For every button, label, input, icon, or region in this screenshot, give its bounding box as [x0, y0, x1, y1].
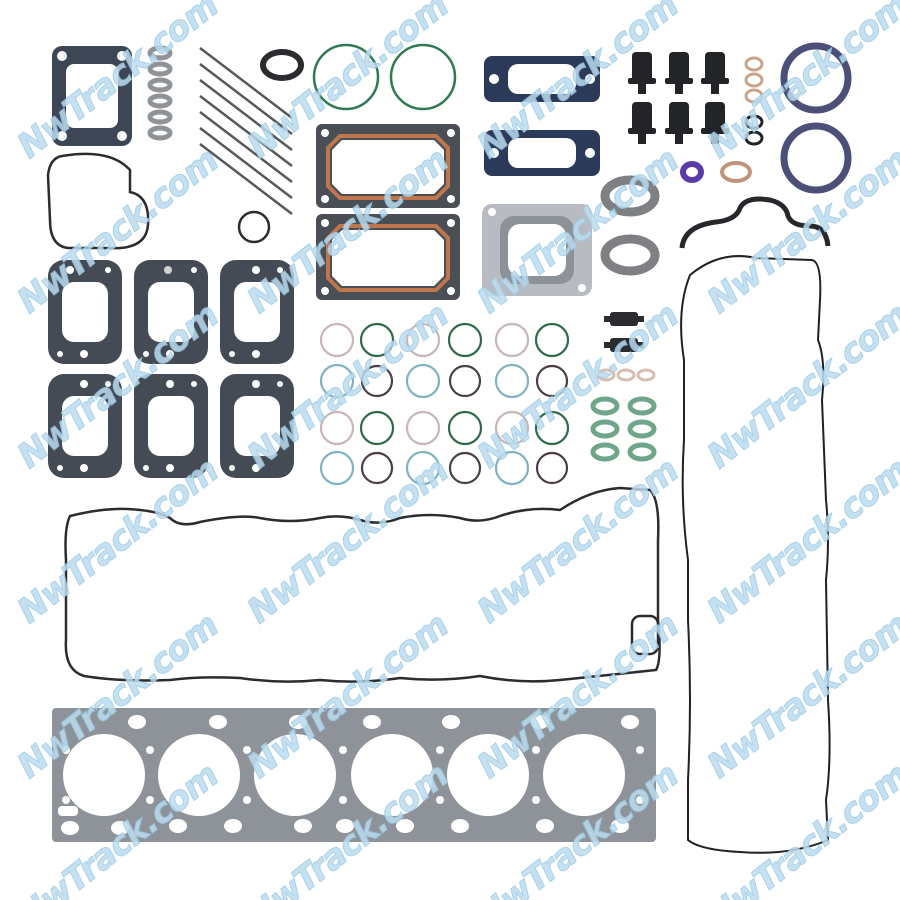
injector-washers: [147, 45, 173, 141]
small-o-ring: [237, 210, 271, 244]
oil-pan-seal: [680, 255, 831, 854]
valve-cover-seal-tab: [630, 614, 660, 656]
cylinder-head-gasket: [52, 708, 656, 842]
purple-sleeve: [680, 161, 704, 183]
green-bonded-washers: [590, 396, 657, 462]
exhaust-manifold-gaskets: [48, 260, 294, 478]
valve-cover-copper-gaskets: [316, 124, 460, 300]
small-pink-washers: [596, 368, 656, 382]
exhaust-sleeves: [600, 175, 660, 276]
large-green-o-rings: [312, 43, 457, 111]
front-cover-seal: [679, 196, 831, 249]
thick-o-ring: [260, 49, 304, 81]
o-ring-grid: [319, 322, 570, 486]
black-bolts: [628, 52, 729, 144]
connectors: [604, 312, 644, 352]
steel-turbo-gasket: [482, 204, 592, 296]
turbo-flange-gasket: [52, 46, 132, 146]
cable-ties: [199, 47, 293, 215]
valve-cover-seal: [64, 486, 661, 683]
blue-sealing-rings: [780, 42, 852, 194]
oil-filter-housing-seal: [46, 152, 150, 250]
small-washers: [720, 56, 764, 183]
exhaust-flange-gaskets: [484, 56, 600, 176]
